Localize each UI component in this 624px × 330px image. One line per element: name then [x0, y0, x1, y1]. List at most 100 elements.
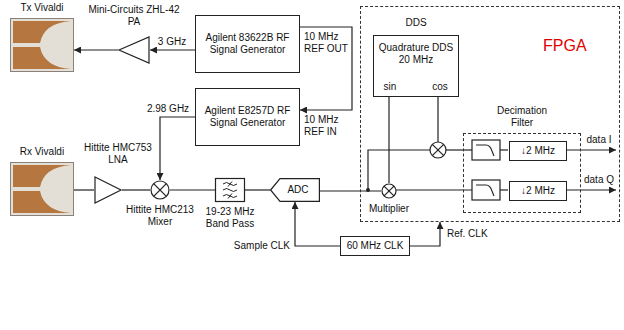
- filter-wave: [223, 189, 237, 192]
- multiplier-symbol: [430, 142, 446, 158]
- bandpass-symbol: [215, 178, 245, 202]
- edge-label: 3 GHz: [157, 36, 187, 48]
- connector: [170, 189, 215, 190]
- edge-label: Sample CLK: [233, 240, 291, 252]
- antenna-board: [11, 19, 74, 72]
- antenna-copper: [13, 47, 71, 69]
- signal-label: 10 MHz REF OUT: [304, 31, 350, 55]
- vivaldi-antenna: [10, 162, 74, 216]
- dds-label: Quadrature DDS 20 MHz: [374, 36, 458, 66]
- port-label: cos: [427, 81, 453, 93]
- bandpass-symbol-outline: [215, 178, 245, 202]
- edge-label: 2.98 GHz: [146, 103, 190, 115]
- mixer-cross: [154, 184, 167, 197]
- filter-slash: [228, 182, 232, 187]
- filter-slash: [228, 194, 232, 199]
- amplifier-symbol: [118, 36, 150, 64]
- amplifier-triangle: [95, 177, 121, 203]
- connector: [160, 117, 195, 180]
- box-label: ↓2 MHz: [521, 185, 555, 197]
- filter-wire: [500, 189, 508, 190]
- amplifier-symbol-outline: [94, 176, 122, 204]
- mixer-circle: [382, 184, 396, 198]
- cos-wire: [437, 96, 438, 142]
- signal-label: data Q: [583, 174, 615, 186]
- connector: [245, 189, 270, 190]
- lowpass-filter: [472, 140, 500, 160]
- signal-generator: Agilent 83622B RF Signal Generator: [195, 15, 300, 73]
- box-label: Agilent 83622B RF Signal Generator: [200, 32, 295, 56]
- amplifier-triangle: [119, 37, 149, 63]
- q-wire: [396, 189, 472, 190]
- antenna-copper: [13, 21, 71, 43]
- antenna: Rx Vivaldi: [6, 146, 78, 218]
- output-arrow: [566, 149, 616, 150]
- amplifier-label: Hittite HMC753 LNA: [80, 140, 156, 166]
- adc-block: ADC: [270, 178, 320, 202]
- amplifier-label: Mini-Circuits ZHL-42 PA: [84, 2, 184, 28]
- antenna-copper: [13, 191, 71, 213]
- branch-wire: [368, 150, 430, 190]
- antenna-copper: [13, 165, 71, 187]
- mixer-symbol: [150, 180, 170, 200]
- mixer-label: Multiplier: [361, 203, 417, 215]
- antenna-label: Rx Vivaldi: [6, 146, 78, 158]
- vivaldi-antenna-outline: [10, 162, 74, 216]
- lowpass-curve: [476, 185, 494, 196]
- power-amplifier: Mini-Circuits ZHL-42 PA: [84, 2, 184, 66]
- dds-heading: DDS: [373, 17, 459, 29]
- vivaldi-antenna-outline: [10, 18, 74, 72]
- connector: [320, 190, 381, 191]
- filter-label: 19-23 MHz Band Pass: [200, 206, 260, 230]
- adc-shape: [271, 179, 320, 202]
- multiplier-cross: [432, 144, 443, 155]
- lowpass-curve: [476, 145, 494, 156]
- multiplier-cross: [432, 144, 443, 155]
- filter-wave: [223, 195, 237, 198]
- mixer-cross: [154, 184, 167, 197]
- amplifier-symbol-outline: [118, 36, 150, 64]
- connector: [150, 49, 195, 50]
- fpga-region: FPGADDSQuadrature DDS 20 MHzsincosMultip…: [360, 6, 620, 222]
- connector: [74, 189, 94, 190]
- connector: [122, 189, 150, 190]
- port-label: sin: [377, 81, 403, 93]
- amplifier-symbol: [94, 176, 122, 204]
- connector: [388, 97, 389, 183]
- adc-label: ADC: [270, 178, 320, 202]
- clock-box: 60 MHz CLK: [340, 236, 410, 256]
- box-label: 60 MHz CLK: [347, 240, 404, 252]
- signal-generator: Agilent E8257D RF Signal Generator: [195, 88, 300, 146]
- decimator-box: ↓2 MHz: [509, 181, 567, 201]
- connector: [300, 27, 352, 110]
- box-label: ↓2 MHz: [521, 145, 555, 157]
- mixer-label: Hittite HMC213 Mixer: [122, 204, 198, 228]
- low-noise-amplifier: Hittite HMC753 LNA: [80, 140, 156, 208]
- mixer-symbol-outline: [381, 183, 397, 199]
- signal-label: data I: [585, 134, 612, 146]
- filter-wave: [223, 183, 237, 186]
- dds-block: DDS Quadrature DDS 20 MHz sin cos: [373, 17, 459, 97]
- antenna-label: Tx Vivaldi: [6, 2, 78, 14]
- dds-box: Quadrature DDS 20 MHz sin cos: [373, 35, 459, 97]
- i-wire: [446, 149, 472, 150]
- lowpass-filter: [472, 180, 500, 200]
- filter-heading: Decimation Filter: [490, 105, 554, 129]
- bandpass-filter-block: 19-23 MHz Band Pass: [200, 178, 260, 230]
- decimation-filter: Decimation Filter ↓2 MHz ↓2 MHz: [463, 105, 581, 213]
- mixer-symbol: [381, 183, 397, 199]
- mixer-circle: [151, 181, 169, 199]
- mixer-cross: [384, 186, 394, 196]
- filter-box: [216, 179, 245, 202]
- box-label: Agilent E8257D RF Signal Generator: [200, 105, 295, 129]
- mixer-cross: [384, 186, 394, 196]
- antenna-board: [11, 163, 74, 216]
- output-arrow: [566, 189, 616, 190]
- vivaldi-antenna: [10, 18, 74, 72]
- antenna: Tx Vivaldi: [6, 2, 78, 74]
- decimator-box: ↓2 MHz: [509, 141, 567, 161]
- mixer-symbol-outline: [150, 180, 170, 200]
- filter-wire: [500, 149, 508, 150]
- edge-label: Ref. CLK: [446, 228, 489, 240]
